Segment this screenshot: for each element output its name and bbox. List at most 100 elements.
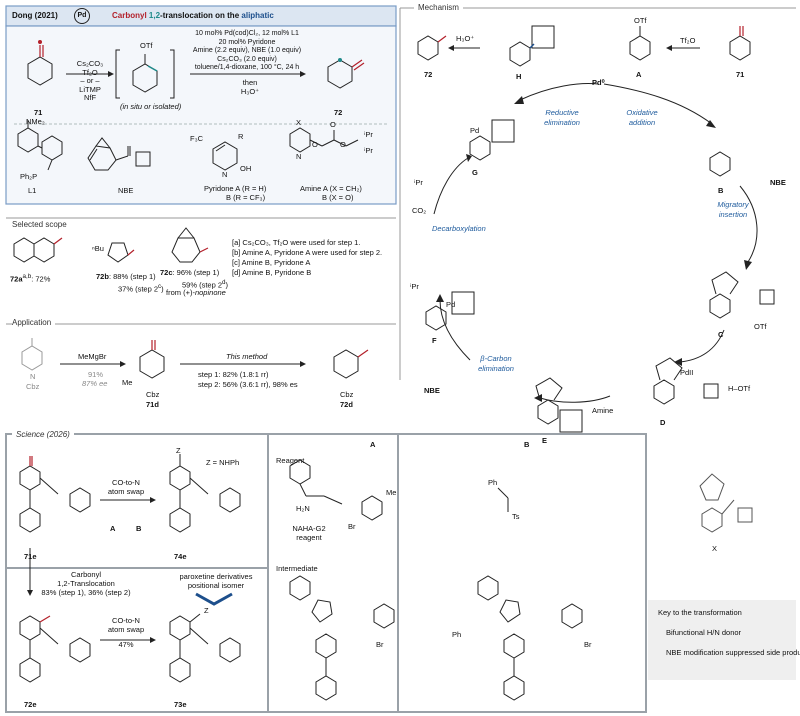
- compound-72d: [333, 349, 369, 379]
- dong-author: Dong (2021): [12, 11, 58, 20]
- l1-nme2: NMe₂: [26, 117, 45, 126]
- compound-71e: [19, 456, 91, 533]
- compound-73e: [169, 613, 241, 683]
- title-12: 1,2: [148, 11, 161, 20]
- pyridone-r: R: [238, 132, 244, 141]
- compound-72e: [19, 615, 91, 683]
- step-beta-carbon-elimination: β-Carbon elimination: [478, 354, 514, 373]
- reagent-b-structure: [497, 487, 509, 512]
- application-method: This method: [226, 352, 268, 361]
- label-74e: 74e: [174, 552, 187, 561]
- science-swap2: CO-to-N atom swap 47%: [107, 616, 145, 649]
- side-product-x: [699, 473, 753, 533]
- amine-o3: O: [340, 140, 346, 149]
- application-ee: 87% ee: [82, 379, 108, 388]
- mech-label-H: H: [516, 72, 522, 81]
- naha-g2-structure: [289, 459, 383, 521]
- nbe-structure: [87, 137, 117, 171]
- pyridone-n: N: [222, 170, 228, 179]
- science-z-74e: Z: [176, 446, 181, 455]
- reagent-row-label: Reagent: [276, 456, 305, 465]
- pyridone-cf3: F₃C: [190, 134, 204, 143]
- pyridone-b: B (R = CF₃): [226, 193, 266, 202]
- mech-ipr-f: ⁱPr: [410, 282, 419, 291]
- scope-72b-step2: 37% (step 2c): [118, 283, 164, 294]
- key-box: [648, 600, 796, 680]
- compound-71d: [139, 340, 165, 379]
- mech-ipr-co2: ⁱPr: [414, 178, 423, 187]
- key-line1: Bifunctional H/N donor: [666, 628, 742, 637]
- step-oxidative-addition: Oxidative addition: [626, 108, 658, 127]
- cycle-arrow-cd: [679, 329, 725, 363]
- reagent-box: [267, 433, 647, 713]
- label-72: 72: [334, 108, 343, 117]
- scope-notes: [a] Cs₂CO₃, Tf₂O were used for step 1. […: [232, 238, 383, 277]
- amine-ipr2: ⁱPr: [364, 146, 373, 155]
- ligand-L1: [17, 120, 63, 171]
- swap-label-B: B: [136, 524, 142, 533]
- mech-label-G: G: [472, 168, 478, 177]
- intermediate-a-structure: [289, 575, 395, 701]
- pd-badge: Pd: [74, 8, 90, 24]
- application-step1: step 1: 82% (1.8:1 rr): [198, 370, 269, 379]
- amine-n: N: [296, 152, 302, 161]
- mech-pd-g: Pd: [470, 126, 480, 135]
- int-b-ph: Ph: [452, 630, 462, 639]
- mech-otf-a: OTf: [634, 16, 647, 25]
- cycle-arrow-de: [539, 395, 611, 403]
- mech-otf-c: OTf: [754, 322, 767, 331]
- pyridone-structure: [212, 141, 238, 171]
- mech-D: [653, 357, 719, 405]
- mech-H: [509, 25, 555, 67]
- swap-label-A: A: [110, 524, 116, 533]
- compound-enol-triflate: [115, 49, 175, 99]
- then-h3o: then H₃O⁺: [240, 78, 260, 96]
- dong-title: Carbonyl 1,2-translocation on the alipha…: [112, 11, 274, 20]
- label-72e: 72e: [24, 700, 37, 709]
- mech-G: [469, 119, 515, 161]
- application-heading: Application: [12, 318, 56, 328]
- intermediate-note: (in situ or isolated): [120, 102, 182, 111]
- label-71: 71: [34, 108, 43, 117]
- mech-label-A: A: [636, 70, 642, 79]
- mech-A: [629, 26, 651, 61]
- cycle-arrow-mi: [739, 185, 758, 263]
- science-translocation: Carbonyl 1,2-Translocation 83% (step 1),…: [41, 570, 131, 597]
- intermediate-b-structure: [477, 575, 583, 701]
- mech-B: [709, 151, 731, 177]
- scope-72a: 72aa,b: 72%: [10, 273, 51, 284]
- mech-pd0: Pd⁰: [592, 78, 605, 87]
- mech-label-71: 71: [736, 70, 745, 79]
- application-71d-cbz: Cbz: [146, 390, 160, 399]
- title-carbonyl: Carbonyl: [112, 11, 147, 20]
- int-b-br: Br: [584, 640, 592, 649]
- mech-71: [729, 26, 751, 61]
- science-swap1: CO-to-N atom swap: [107, 478, 145, 496]
- naha-label: NAHA-G2 reagent: [292, 524, 326, 542]
- amine-o2: O: [330, 120, 336, 129]
- amine-b: B (X = O): [322, 193, 354, 202]
- mech-E: [535, 377, 583, 433]
- mech-co2: CO₂: [412, 206, 427, 215]
- cycle-arrow-re: [519, 83, 599, 101]
- mech-72: [417, 35, 447, 61]
- compound-72b: [107, 242, 135, 263]
- application-sm-n: N: [30, 372, 36, 381]
- mechanism-heading: Mechanism: [414, 3, 463, 13]
- mech-amine: Amine: [592, 406, 614, 415]
- mech-nbe-out: NBE: [424, 386, 440, 395]
- pyridone-oh: OH: [240, 164, 252, 173]
- label-71d: 71d: [146, 400, 159, 409]
- scope-72c: 72c: 96% (step 1): [160, 268, 220, 277]
- mech-label-C: C: [718, 330, 724, 339]
- step-decarboxylation: Decarboxylation: [432, 224, 486, 233]
- key-line2: NBE modification suppressed side product…: [666, 648, 800, 657]
- naha-me: Me: [386, 488, 397, 497]
- application-me: Me: [122, 378, 133, 387]
- mech-C: [709, 271, 775, 319]
- title-aliphatic: aliphatic: [241, 11, 274, 20]
- application-72d-cbz: Cbz: [340, 390, 354, 399]
- step-reductive-elimination: Reductive elimination: [544, 108, 580, 127]
- science-heading: Science (2026): [12, 430, 74, 440]
